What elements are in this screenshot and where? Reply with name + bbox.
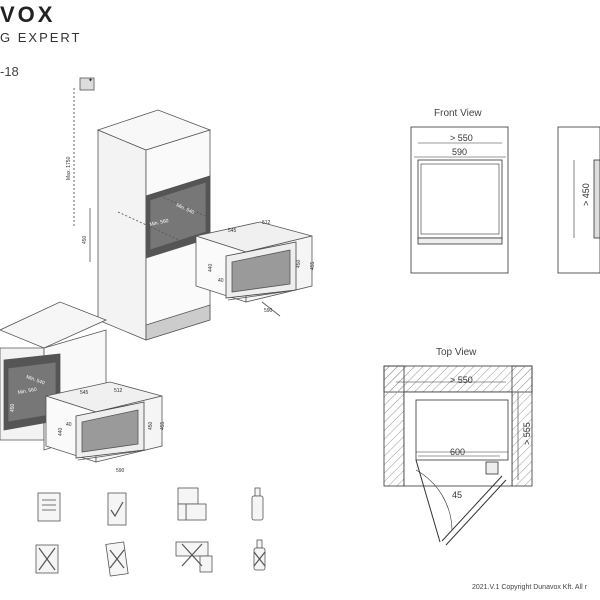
level-no-icon <box>105 541 129 577</box>
top-view-title: Top View <box>436 347 477 358</box>
tall-side-small-label: 40 <box>218 278 224 284</box>
manual-icon <box>37 492 61 522</box>
under-counter-drawing <box>0 301 163 463</box>
front-view-width-label: 590 <box>452 147 467 157</box>
front-view-min-width-label: > 550 <box>450 133 473 143</box>
top-view-drawing <box>383 365 533 546</box>
top-view-door-angle-label: 45 <box>452 490 462 500</box>
counter-unit-height-label: 440 <box>58 427 64 436</box>
tall-niche-height-label: 450 <box>82 235 88 244</box>
stack-no-icon <box>175 541 213 573</box>
counter-unit-width-label: 545 <box>80 390 89 396</box>
level-ok-icon <box>107 492 127 526</box>
tall-max-height-label: Max. 1750 <box>66 156 72 180</box>
bottle-ok-icon <box>251 487 264 521</box>
model-number: -18 <box>0 64 19 79</box>
brand-tagline: G EXPERT <box>0 30 82 45</box>
counter-min-height-label: 450 <box>10 403 16 412</box>
tall-cabinet-drawing <box>73 77 313 341</box>
counter-unit-height2-label: 450 <box>148 421 154 430</box>
front-view-min-height-label: > 450 <box>581 183 591 206</box>
counter-min-width-label: Min. 560 <box>17 387 37 396</box>
stack-ok-icon <box>177 487 207 521</box>
tall-unit-front-width-label: 590 <box>264 308 273 314</box>
counter-unit-front-width-label: 590 <box>116 468 125 474</box>
top-view-min-width-label: > 550 <box>450 375 473 385</box>
brand-logo: VOX <box>0 2 56 27</box>
tall-unit-height3-label: 455 <box>310 261 316 270</box>
tall-unit-height-label: 440 <box>208 263 214 272</box>
top-view-width-label: 600 <box>450 447 465 457</box>
counter-unit-height3-label: 455 <box>160 421 166 430</box>
front-view-title: Front View <box>434 108 482 119</box>
tall-unit-height2-label: 450 <box>296 259 302 268</box>
bottle-no-icon <box>253 539 266 571</box>
tall-unit-depth-label: 512 <box>262 220 271 226</box>
sconce-icon: ✦ <box>88 77 93 84</box>
front-view-drawing <box>410 126 600 274</box>
copyright-note: 2021.V.1 Copyright Dunavox Kft. All r <box>472 584 587 591</box>
tall-min-width-label: Min. 560 <box>149 218 169 228</box>
counter-side-small-label: 40 <box>66 422 72 428</box>
counter-unit-depth-label: 512 <box>114 388 123 394</box>
tall-unit-width-label: 545 <box>228 228 237 234</box>
manual-no-icon <box>35 544 59 574</box>
top-view-min-depth-label: > 555 <box>522 422 532 445</box>
